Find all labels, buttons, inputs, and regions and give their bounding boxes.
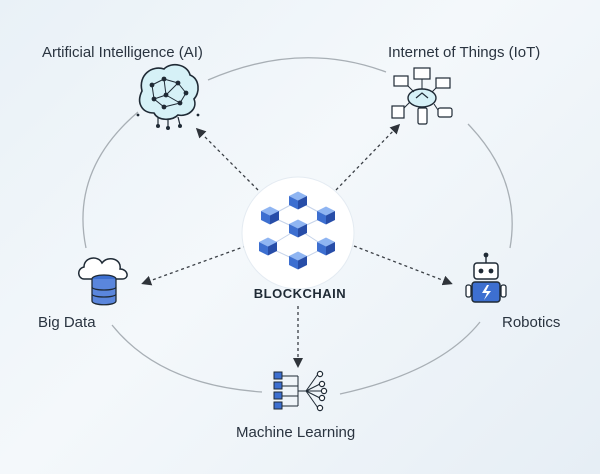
outer-cycle — [82, 57, 513, 395]
robot-icon — [465, 252, 507, 303]
center-arrows — [141, 123, 453, 368]
node-label-ml: Machine Learning — [236, 424, 356, 441]
iot-devices-icon — [391, 67, 453, 125]
blockchain-cube — [289, 219, 307, 238]
blockchain-cube — [289, 251, 307, 270]
arc-ai-to-iot — [207, 57, 387, 81]
blockchain-cube — [259, 237, 277, 256]
arrow-to-ai — [195, 127, 259, 191]
node-label-iot: Internet of Things (IoT) — [388, 44, 541, 61]
neural-network-icon — [273, 370, 328, 412]
node-label-robotics: Robotics — [502, 314, 561, 331]
brain-network-icon — [136, 63, 200, 130]
arc-ml-to-bigdata — [111, 324, 263, 393]
blockchain-cube — [317, 237, 335, 256]
node-label-bigdata: Big Data — [38, 314, 96, 331]
blockchain-cubes-icon — [259, 191, 335, 270]
blockchain-label: BLOCKCHAIN — [253, 286, 347, 301]
arc-robotics-to-ml — [339, 321, 481, 395]
node-label-ai: Artificial Intelligence (AI) — [42, 44, 203, 61]
cloud-database-icon — [78, 257, 128, 306]
blockchain-cube — [261, 206, 279, 225]
arc-bigdata-to-ai — [82, 111, 139, 249]
arrow-to-bigdata — [141, 245, 247, 286]
arrow-to-robotics — [353, 245, 453, 286]
blockchain-cube — [317, 206, 335, 225]
blockchain-cube — [289, 191, 307, 210]
arrow-to-iot — [335, 123, 401, 191]
arc-iot-to-robotics — [467, 123, 513, 249]
